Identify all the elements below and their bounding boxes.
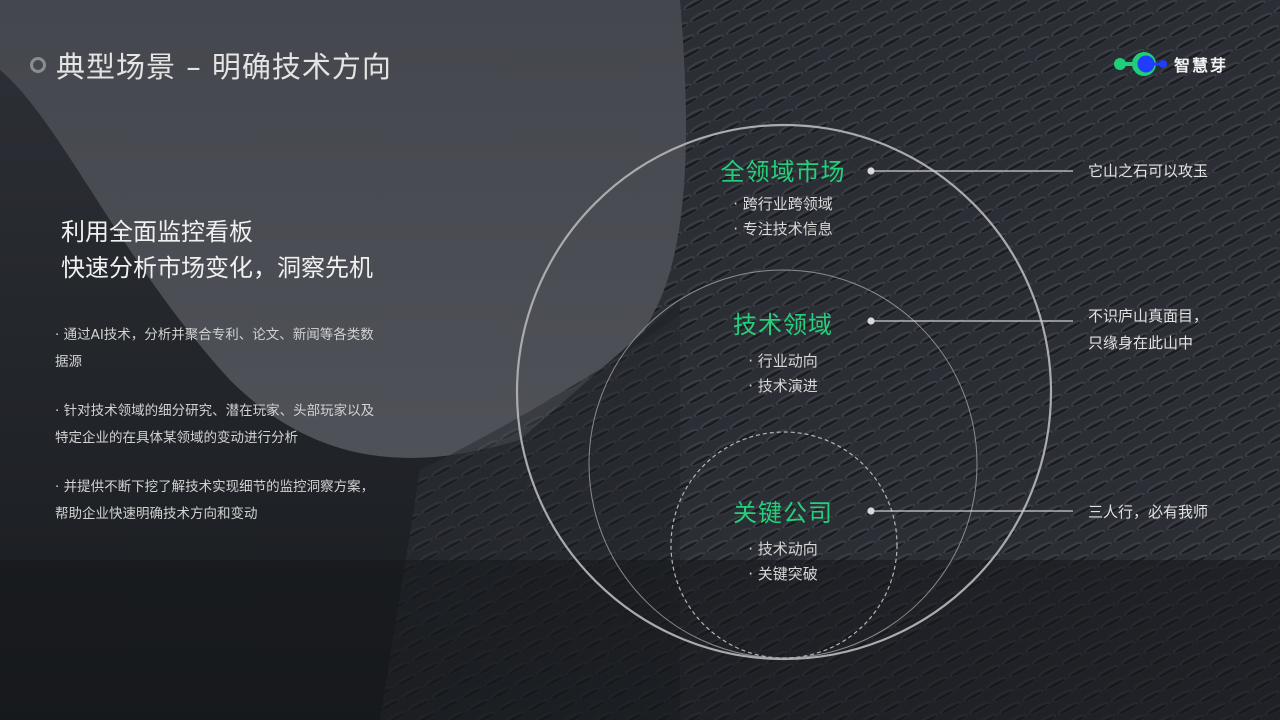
quote-line: 它山之石可以攻玉	[1088, 162, 1209, 180]
headline-line-2: 快速分析市场变化，洞察先机	[61, 254, 373, 282]
quote-line: 只缘身在此山中	[1088, 334, 1194, 352]
circle-label-tech-field: 技术领域 · 行业动向 · 技术演进	[683, 310, 883, 399]
connector-dot-1	[867, 167, 875, 175]
title-text: 典型场景 – 明确技术方向	[56, 50, 392, 84]
circle-label-market: 全领域市场 · 跨行业跨领域 · 专注技术信息	[683, 157, 883, 242]
quote-market: 它山之石可以攻玉	[1088, 158, 1208, 185]
outer-circle	[515, 123, 1053, 661]
ring-icon	[30, 57, 46, 73]
bullet-list: · 通过AI技术，分析并聚合专利、论文、新闻等各类数据源 · 针对技术领域的细分…	[55, 322, 385, 550]
bullet-item: · 针对技术领域的细分研究、潜在玩家、头部玩家以及特定企业的在具体某领域的变动进…	[55, 403, 375, 446]
bullet-item: · 通过AI技术，分析并聚合专利、论文、新闻等各类数据源	[55, 327, 374, 370]
circle-item: · 行业动向	[748, 352, 818, 370]
bullet-item: · 并提供不断下挖了解技术实现细节的监控洞察方案，帮助企业快速明确技术方向和变动	[55, 479, 375, 522]
sprout-logo-icon	[1114, 52, 1167, 76]
headline-line-1: 利用全面监控看板	[61, 218, 253, 246]
inner-dashed-circle	[670, 431, 898, 659]
quote-key-companies: 三人行，必有我师	[1088, 499, 1208, 526]
circle-item: · 技术动向	[748, 540, 818, 558]
quote-line: 三人行，必有我师	[1088, 503, 1209, 521]
circle-title: 关键公司	[733, 499, 833, 527]
quote-line: 不识庐山真面目，	[1088, 307, 1209, 325]
circle-item: · 技术演进	[748, 377, 818, 395]
circle-item: · 关键突破	[748, 565, 818, 583]
circle-title: 全领域市场	[720, 158, 846, 186]
logo-text: 智慧芽	[1174, 56, 1229, 75]
page-title: 典型场景 – 明确技术方向	[30, 45, 392, 85]
headline: 利用全面监控看板 快速分析市场变化，洞察先机	[61, 214, 373, 286]
connector-dot-3	[867, 507, 875, 515]
circle-items: · 技术动向 · 关键突破	[683, 537, 883, 587]
circle-items: · 跨行业跨领域 · 专注技术信息	[683, 192, 883, 242]
circle-item: · 专注技术信息	[733, 220, 833, 238]
quote-tech-field: 不识庐山真面目， 只缘身在此山中	[1088, 303, 1208, 357]
brand-logo: 智慧芽	[1112, 51, 1228, 77]
circle-title: 技术领域	[733, 311, 833, 339]
circle-label-key-companies: 关键公司 · 技术动向 · 关键突破	[683, 498, 883, 587]
circle-items: · 行业动向 · 技术演进	[683, 349, 883, 399]
connector-dot-2	[867, 317, 875, 325]
circle-item: · 跨行业跨领域	[733, 195, 833, 213]
